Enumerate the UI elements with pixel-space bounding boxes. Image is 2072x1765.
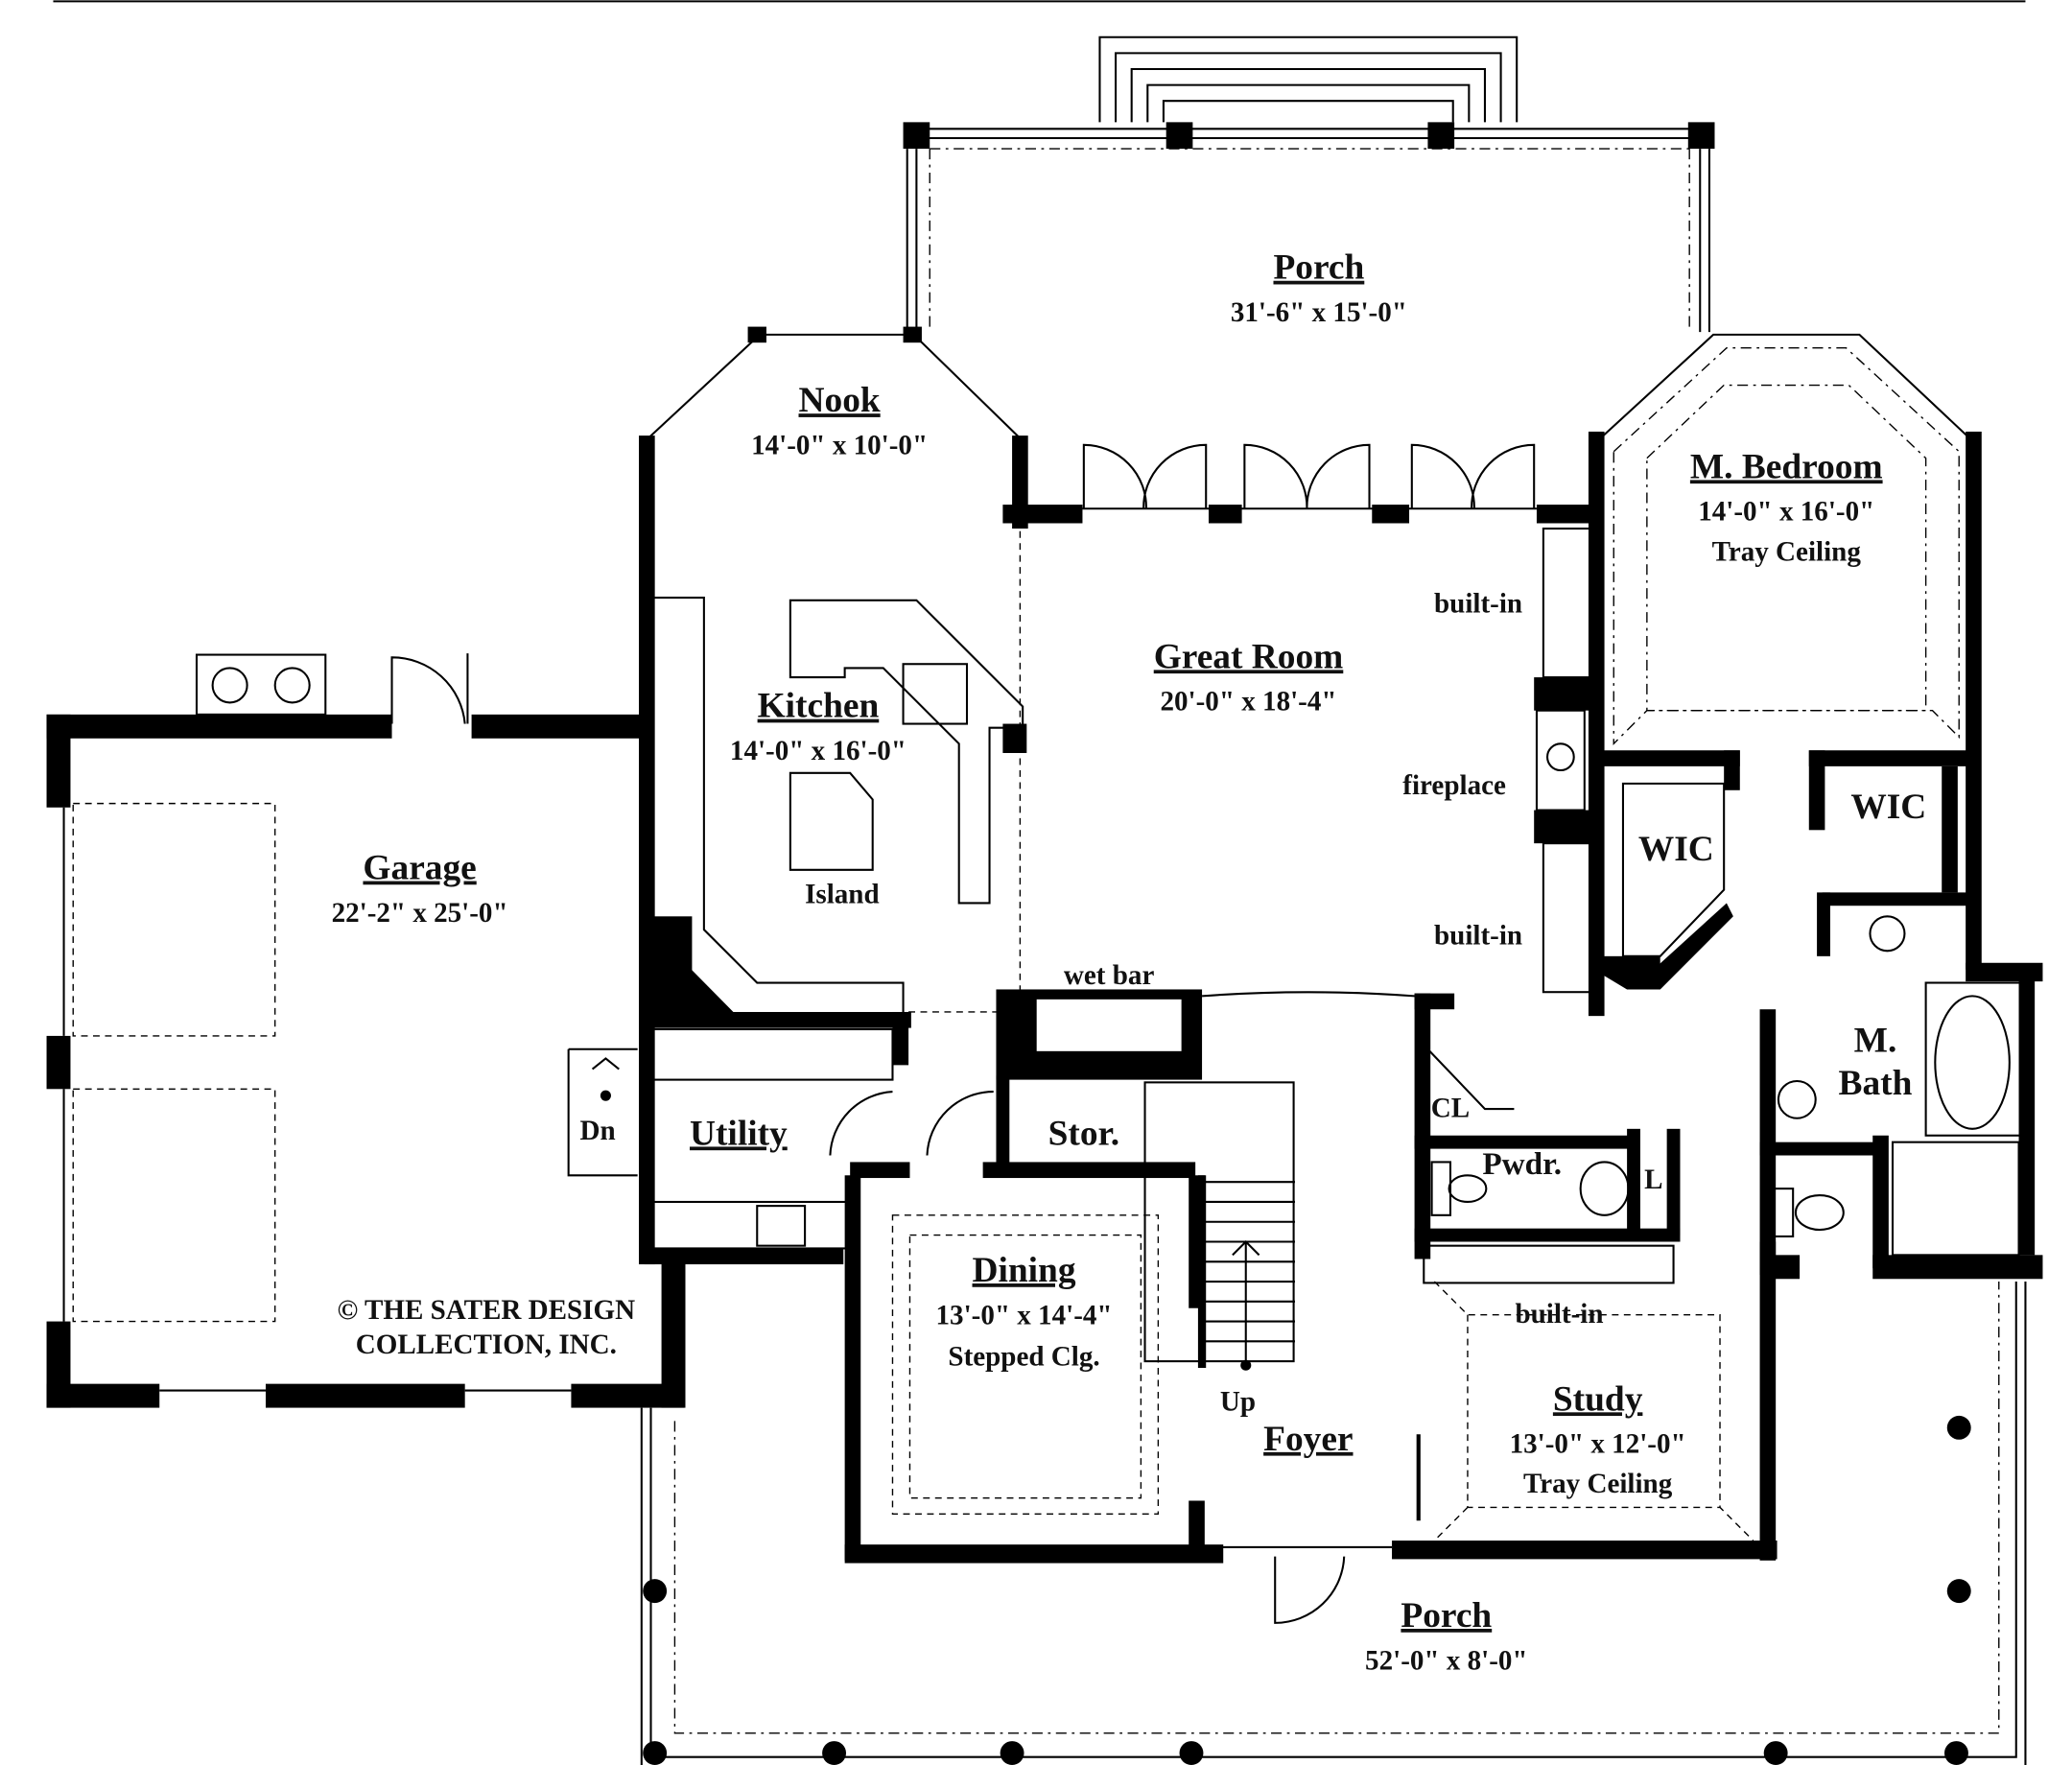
kitchen-name: Kitchen	[758, 687, 880, 726]
stairs	[1143, 1081, 1295, 1371]
builtin-top-label: built-in	[1434, 588, 1522, 619]
dining-dims: 13'-0" x 14'-4"	[936, 1300, 1113, 1330]
master-bedroom-walls	[1588, 333, 1982, 1017]
powder-closet-walls	[1414, 993, 1681, 1259]
copyright-line2: COLLECTION, INC.	[356, 1330, 617, 1360]
utility-name: Utility	[690, 1114, 788, 1153]
dining-note: Stepped Clg.	[948, 1341, 1099, 1372]
up-label: Up	[1220, 1386, 1256, 1417]
nook-name: Nook	[799, 381, 881, 420]
storage-name: Stor.	[1048, 1114, 1119, 1153]
powder-name: Pwdr.	[1482, 1146, 1562, 1182]
builtin-bottom-label: built-in	[1434, 920, 1522, 951]
dining-walls	[844, 1175, 1224, 1564]
builtin-study-label: built-in	[1515, 1299, 1603, 1330]
nook-dims: 14'-0" x 10'-0"	[751, 430, 928, 460]
kitchen-dims: 14'-0" x 16'-0"	[730, 736, 906, 766]
m-bath-name2: Bath	[1839, 1064, 1913, 1103]
rear-porch-steps	[1098, 35, 1519, 123]
m-bath-name: M.	[1854, 1022, 1897, 1061]
wic-left-name: WIC	[1638, 830, 1714, 869]
garage-dims: 22'-2" x 25'-0"	[332, 898, 508, 929]
foyer-name: Foyer	[1263, 1420, 1353, 1459]
rear-porch-structure	[903, 122, 1715, 333]
linen-label: L	[1644, 1165, 1662, 1195]
garage-walls	[46, 653, 686, 1408]
utility-storage-walls	[639, 989, 1415, 1265]
wet-bar-label: wet bar	[1064, 960, 1155, 991]
room-labels: Porch 31'-6" x 15'-0" Nook 14'-0" x 10'-…	[332, 248, 1927, 1677]
great-room-dims: 20'-0" x 18'-4"	[1161, 687, 1337, 718]
front-porch	[640, 1282, 2027, 1765]
rear-porch-name: Porch	[1273, 248, 1364, 288]
copyright-line1: © THE SATER DESIGN	[338, 1295, 636, 1326]
great-room-name: Great Room	[1154, 637, 1344, 676]
study-dims: 13'-0" x 12'-0"	[1510, 1429, 1686, 1460]
m-bedroom-note: Tray Ceiling	[1712, 536, 1862, 567]
kitchen-fixtures	[639, 530, 1027, 1024]
closet-label: CL	[1431, 1093, 1470, 1123]
garage-name: Garage	[363, 849, 476, 888]
great-room-builtins	[1534, 527, 1595, 994]
island-label: Island	[805, 879, 880, 909]
m-bedroom-name: M. Bedroom	[1690, 447, 1883, 486]
down-label: Dn	[580, 1116, 616, 1146]
rear-porch-dims: 31'-6" x 15'-0"	[1231, 297, 1407, 328]
great-room-rear-wall	[1002, 443, 1597, 524]
master-suite-walls	[1593, 750, 2043, 1280]
m-bedroom-dims: 14'-0" x 16'-0"	[1698, 497, 1874, 528]
wic-right-name: WIC	[1850, 788, 1926, 827]
dining-name: Dining	[973, 1251, 1076, 1290]
study-name: Study	[1553, 1379, 1643, 1419]
study-walls	[1221, 1241, 1778, 1624]
fireplace-label: fireplace	[1402, 770, 1506, 801]
front-porch-name: Porch	[1401, 1596, 1492, 1636]
front-porch-dims: 52'-0" x 8'-0"	[1365, 1645, 1528, 1676]
study-note: Tray Ceiling	[1523, 1469, 1673, 1499]
